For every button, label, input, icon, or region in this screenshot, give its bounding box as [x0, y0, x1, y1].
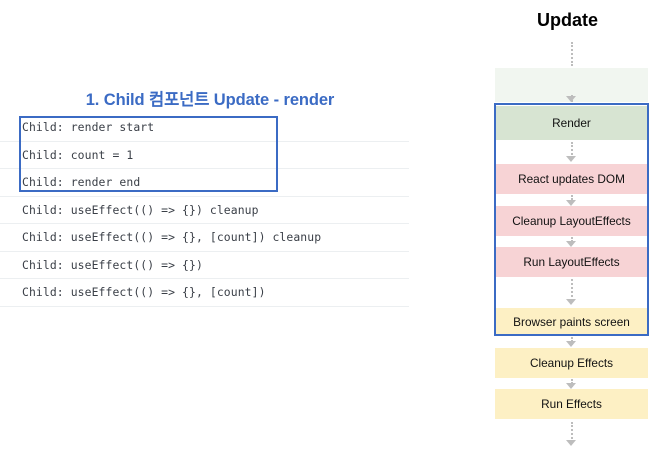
- flow-step-box: Run Effects: [495, 389, 648, 419]
- log-line-text: Child: render end: [22, 175, 141, 190]
- log-line-text: Child: useEffect(() => {}): [22, 257, 203, 272]
- log-line-text: Child: useEffect(() => {}, [count]) clea…: [22, 230, 322, 245]
- flow-arrowhead-icon: [566, 96, 576, 102]
- page-title: 1. Child 컴포넌트 Update - render: [85, 91, 335, 109]
- list-item: Child: useEffect(() => {}) cleanup: [0, 197, 409, 224]
- flow-arrowhead-icon: [566, 440, 576, 446]
- flow-connector-line: [571, 42, 574, 66]
- list-item: Child: count = 1: [0, 142, 409, 169]
- flow-step-box: Cleanup LayoutEffects: [495, 206, 648, 236]
- console-log-list: Child: render start Child: count = 1 Chi…: [0, 114, 409, 307]
- flow-step-box: Cleanup Effects: [495, 348, 648, 378]
- list-item: Child: useEffect(() => {}, [count]): [0, 279, 409, 307]
- log-line-text: Child: useEffect(() => {}) cleanup: [22, 202, 259, 217]
- console-panel: 1. Child 컴포넌트 Update - render Child: ren…: [0, 91, 409, 307]
- flow-connector-line: [571, 422, 574, 442]
- list-item: Child: render end: [0, 169, 409, 197]
- list-item: Child: useEffect(() => {}, [count]) clea…: [0, 224, 409, 252]
- flow-step-box: Browser paints screen: [495, 308, 648, 336]
- flow-connector-line: [571, 142, 574, 158]
- flow-arrowhead-icon: [566, 156, 576, 162]
- log-line-text: Child: count = 1: [22, 147, 134, 162]
- list-item: Child: useEffect(() => {}): [0, 252, 409, 279]
- flow-arrowhead-icon: [566, 200, 576, 206]
- flow-connector-line: [571, 279, 574, 301]
- flow-arrowhead-icon: [566, 299, 576, 305]
- flowchart-title: Update: [536, 10, 598, 30]
- flow-step-box: Render: [495, 106, 648, 140]
- log-line-text: Child: useEffect(() => {}, [count]): [22, 285, 266, 300]
- flow-arrowhead-icon: [566, 383, 576, 389]
- flow-step-box: Run LayoutEffects: [495, 247, 648, 277]
- flow-arrowhead-icon: [566, 341, 576, 347]
- log-line-text: Child: render start: [22, 120, 155, 135]
- update-flowchart: Update Render React updates DOM Cleanup …: [470, 0, 665, 453]
- flow-arrowhead-icon: [566, 241, 576, 247]
- list-item: Child: render start: [0, 114, 409, 142]
- flow-step-box: React updates DOM: [495, 164, 648, 194]
- flow-connector-line: [571, 195, 574, 203]
